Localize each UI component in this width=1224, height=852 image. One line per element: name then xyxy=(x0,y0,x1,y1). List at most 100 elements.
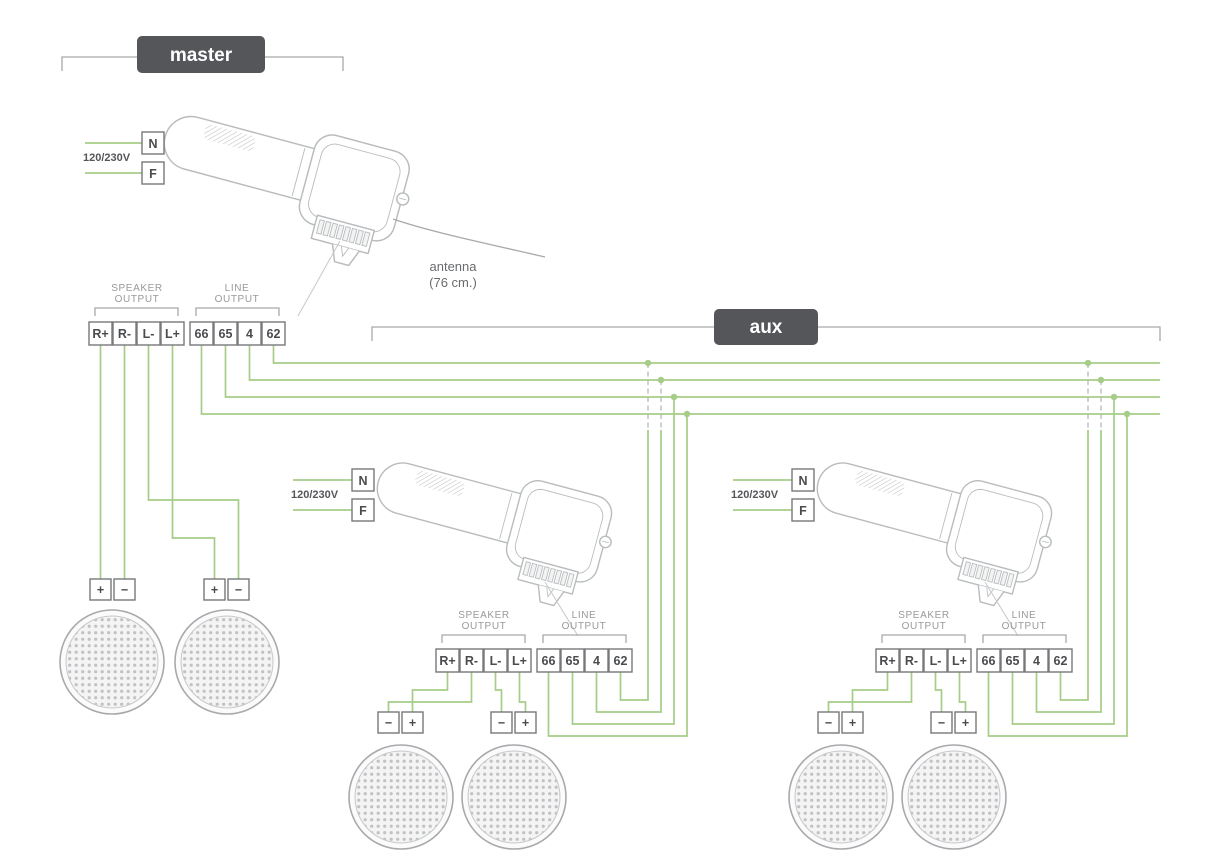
polarity-label: + xyxy=(97,583,104,597)
aux1-amplifier xyxy=(358,439,623,617)
f-box xyxy=(791,498,815,522)
terminal-label: R- xyxy=(118,327,131,341)
terminal-box xyxy=(1024,648,1049,673)
terminal-box xyxy=(1048,648,1073,673)
tag-aux-label: aux xyxy=(750,317,783,338)
polarity-box xyxy=(377,711,400,734)
junction-dot xyxy=(1123,410,1131,418)
bus-network xyxy=(200,345,1160,737)
polarity-box xyxy=(954,711,977,734)
polarity-label: − xyxy=(235,583,242,597)
terminal-box xyxy=(584,648,609,673)
aux2-terminal-strip: SPEAKER OUTPUT LINE OUTPUT R+ R- L- L+ 6… xyxy=(875,610,1073,673)
leader-line xyxy=(544,581,579,637)
speaker xyxy=(348,744,454,850)
terminal-label: 65 xyxy=(219,327,233,341)
terminal-label: 4 xyxy=(593,654,600,668)
drop-wire xyxy=(619,430,649,701)
speaker-output-label: OUTPUT xyxy=(115,294,160,305)
speaker xyxy=(901,744,1007,850)
speaker-wire xyxy=(934,672,943,712)
speaker-output-label: OUTPUT xyxy=(902,621,947,632)
drop-wire xyxy=(1059,430,1089,701)
terminal-box xyxy=(608,648,633,673)
f-label: F xyxy=(149,167,157,181)
speaker-wire xyxy=(411,672,449,712)
aux1-speaker-wires xyxy=(387,672,527,712)
polarity-label: − xyxy=(825,716,832,730)
speaker-wire xyxy=(518,672,527,712)
drop-wire xyxy=(571,397,675,725)
speaker-output-label: OUTPUT xyxy=(462,621,507,632)
drop-wire xyxy=(1035,430,1102,713)
bus-wire-62 xyxy=(272,345,1160,364)
terminal-box xyxy=(483,648,508,673)
terminal-label: R+ xyxy=(92,327,108,341)
polarity-label: + xyxy=(962,716,969,730)
terminal-label: 62 xyxy=(1054,654,1068,668)
terminal-box xyxy=(1000,648,1025,673)
speaker-output-label: SPEAKER xyxy=(111,283,162,294)
junction-dot xyxy=(1110,393,1118,401)
aux1-speaker-terminals: − + − + xyxy=(377,711,537,734)
bus-wire-65 xyxy=(224,345,1160,398)
junction-dot xyxy=(657,376,665,384)
leader-line xyxy=(297,240,341,317)
bus-wire-66 xyxy=(200,345,1160,415)
terminal-box xyxy=(459,648,484,673)
polarity-label: + xyxy=(522,716,529,730)
polarity-label: + xyxy=(409,716,416,730)
terminal-label: R+ xyxy=(439,654,455,668)
polarity-label: + xyxy=(849,716,856,730)
terminal-label: 65 xyxy=(1006,654,1020,668)
speaker-wire xyxy=(494,672,503,712)
antenna-wire xyxy=(392,218,546,258)
polarity-box xyxy=(930,711,953,734)
power-label: 120/230V xyxy=(291,489,339,501)
speaker-wire xyxy=(387,672,473,712)
terminal-box xyxy=(947,648,972,673)
terminal-label: R+ xyxy=(879,654,895,668)
terminal-box xyxy=(112,321,137,346)
speaker-output-label: SPEAKER xyxy=(898,610,949,621)
line-output-label: LINE xyxy=(572,610,597,621)
bracket xyxy=(94,307,280,316)
drop-wire xyxy=(595,430,662,713)
speaker xyxy=(461,744,567,850)
leader-line xyxy=(984,581,1019,637)
drop-wire xyxy=(987,414,1128,737)
drop-wire xyxy=(547,414,688,737)
terminal-box xyxy=(875,648,900,673)
polarity-label: − xyxy=(938,716,945,730)
aux2-amplifier xyxy=(798,439,1063,617)
aux-bracket: aux xyxy=(371,309,1161,345)
terminal-label: 66 xyxy=(982,654,996,668)
terminal-label: 4 xyxy=(246,327,253,341)
terminal-label: 66 xyxy=(542,654,556,668)
speaker xyxy=(788,744,894,850)
line-output-label: LINE xyxy=(1012,610,1037,621)
terminal-label: 65 xyxy=(566,654,580,668)
terminal-box xyxy=(536,648,561,673)
polarity-box xyxy=(113,578,136,601)
master-bracket: master xyxy=(61,36,344,73)
terminal-label: L- xyxy=(490,654,502,668)
terminal-label: 4 xyxy=(1033,654,1040,668)
bracket xyxy=(61,56,344,71)
terminal-box xyxy=(435,648,460,673)
terminal-label: 66 xyxy=(195,327,209,341)
terminal-box xyxy=(899,648,924,673)
terminal-box xyxy=(261,321,286,346)
terminal-label: R- xyxy=(905,654,918,668)
n-box xyxy=(351,468,375,492)
bus-wire-4 xyxy=(248,345,1160,381)
n-label: N xyxy=(798,474,807,488)
polarity-label: − xyxy=(121,583,128,597)
aux1-terminal-strip: SPEAKER OUTPUT LINE OUTPUT R+ R- L- L+ 6… xyxy=(435,610,633,673)
junction-dot xyxy=(1084,359,1092,367)
polarity-box xyxy=(401,711,424,734)
speaker xyxy=(59,609,165,715)
n-label: N xyxy=(358,474,367,488)
terminal-box xyxy=(213,321,238,346)
